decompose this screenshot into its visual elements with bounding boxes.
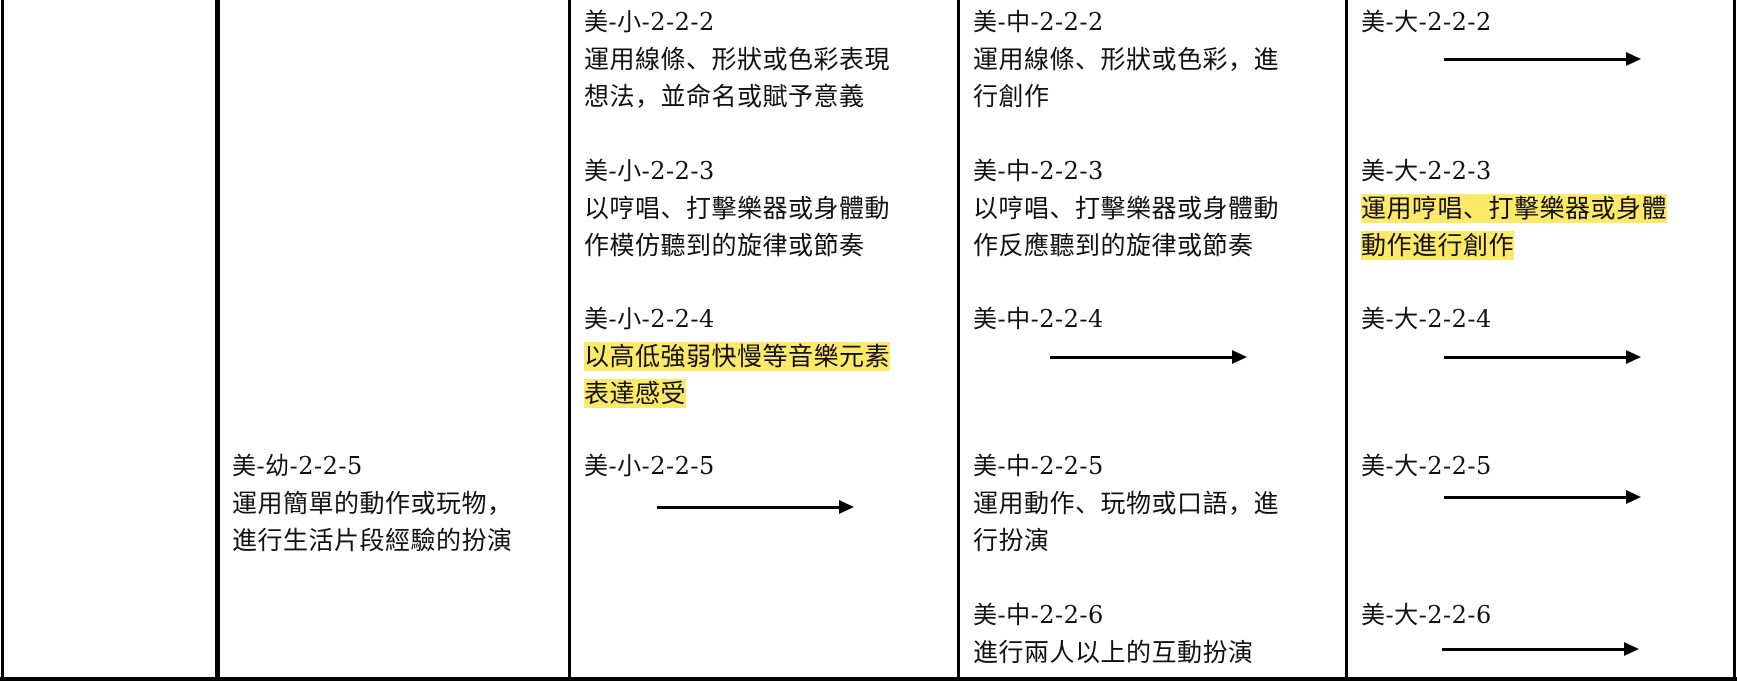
entry-small-2-2-2: 美-小-2-2-2 運用線條、形狀或色彩表現 想法，並命名或賦予意義 bbox=[584, 4, 964, 115]
indicator-code: 美-小-2-2-3 bbox=[584, 157, 715, 185]
entry-middle-2-2-3: 美-中-2-2-3 以哼唱、打擊樂器或身體動 作反應聽到的旋律或節奏 bbox=[973, 153, 1343, 264]
indicator-description: 進行兩人以上的互動扮演 bbox=[973, 638, 1254, 667]
entry-middle-2-2-4: 美-中-2-2-4 bbox=[973, 301, 1343, 338]
table-border-col3 bbox=[957, 0, 960, 681]
right-arrow-icon bbox=[1442, 642, 1639, 656]
indicator-code: 美-小-2-2-2 bbox=[584, 8, 715, 36]
indicator-code: 美-中-2-2-5 bbox=[973, 452, 1104, 480]
indicator-code: 美-中-2-2-2 bbox=[973, 8, 1104, 36]
indicator-description: 以哼唱、打擊樂器或身體動 作模仿聽到的旋律或節奏 bbox=[584, 194, 891, 260]
right-arrow-icon bbox=[1444, 350, 1641, 364]
entry-large-2-2-4: 美-大-2-2-4 bbox=[1361, 301, 1731, 338]
right-arrow-icon bbox=[1050, 350, 1247, 364]
indicator-code: 美-小-2-2-5 bbox=[584, 452, 715, 480]
table-border-bottom bbox=[0, 677, 1737, 681]
table-border-col4 bbox=[1345, 0, 1348, 681]
indicator-description: 運用線條、形狀或色彩表現 想法，並命名或賦予意義 bbox=[584, 45, 891, 111]
entry-large-2-2-6: 美-大-2-2-6 bbox=[1361, 597, 1731, 634]
entry-middle-2-2-2: 美-中-2-2-2 運用線條、形狀或色彩，進 行創作 bbox=[973, 4, 1343, 115]
indicator-code: 美-中-2-2-3 bbox=[973, 157, 1104, 185]
indicator-description: 運用動作、玩物或口語，進 行扮演 bbox=[973, 489, 1280, 555]
highlight-mark: 以高低強弱快慢等音樂元素 表達感受 bbox=[584, 342, 891, 408]
entry-large-2-2-3: 美-大-2-2-3 運用哼唱、打擊樂器或身體 動作進行創作 bbox=[1361, 153, 1736, 264]
entry-large-2-2-2: 美-大-2-2-2 bbox=[1361, 4, 1731, 41]
indicator-code: 美-大-2-2-4 bbox=[1361, 305, 1492, 333]
indicator-code: 美-大-2-2-6 bbox=[1361, 601, 1492, 629]
table-border-left bbox=[1, 0, 4, 681]
table-border-col1 bbox=[215, 0, 220, 681]
entry-small-2-2-3: 美-小-2-2-3 以哼唱、打擊樂器或身體動 作模仿聽到的旋律或節奏 bbox=[584, 153, 964, 264]
indicator-code: 美-中-2-2-6 bbox=[973, 601, 1104, 629]
indicator-code: 美-大-2-2-2 bbox=[1361, 8, 1492, 36]
indicator-description: 以哼唱、打擊樂器或身體動 作反應聽到的旋律或節奏 bbox=[973, 194, 1280, 260]
entry-small-2-2-4: 美-小-2-2-4 以高低強弱快慢等音樂元素 表達感受 bbox=[584, 301, 964, 412]
indicator-code: 美-小-2-2-4 bbox=[584, 305, 715, 333]
entry-middle-2-2-5: 美-中-2-2-5 運用動作、玩物或口語，進 行扮演 bbox=[973, 448, 1343, 559]
right-arrow-icon bbox=[657, 500, 854, 514]
entry-large-2-2-5: 美-大-2-2-5 bbox=[1361, 448, 1731, 485]
entry-small-2-2-5: 美-小-2-2-5 bbox=[584, 448, 964, 485]
indicator-code: 美-幼-2-2-5 bbox=[232, 452, 363, 480]
table-border-col2 bbox=[568, 0, 571, 681]
indicator-description-highlighted: 以高低強弱快慢等音樂元素 表達感受 bbox=[584, 338, 964, 412]
indicator-description: 運用線條、形狀或色彩，進 行創作 bbox=[973, 45, 1280, 111]
indicator-description-highlighted: 運用哼唱、打擊樂器或身體 動作進行創作 bbox=[1361, 190, 1736, 264]
indicator-code: 美-中-2-2-4 bbox=[973, 305, 1104, 333]
right-arrow-icon bbox=[1444, 490, 1641, 504]
table-border-right bbox=[1733, 0, 1736, 681]
indicator-code: 美-大-2-2-5 bbox=[1361, 452, 1492, 480]
indicator-description: 運用簡單的動作或玩物， 進行生活片段經驗的扮演 bbox=[232, 489, 513, 555]
entry-middle-2-2-6: 美-中-2-2-6 進行兩人以上的互動扮演 bbox=[973, 597, 1343, 671]
indicator-code: 美-大-2-2-3 bbox=[1361, 157, 1492, 185]
cell-category bbox=[4, 0, 215, 677]
highlight-mark: 運用哼唱、打擊樂器或身體 動作進行創作 bbox=[1361, 194, 1668, 260]
right-arrow-icon bbox=[1444, 52, 1641, 66]
entry-kindergarten-2-2-5: 美-幼-2-2-5 運用簡單的動作或玩物， 進行生活片段經驗的扮演 bbox=[232, 448, 562, 559]
